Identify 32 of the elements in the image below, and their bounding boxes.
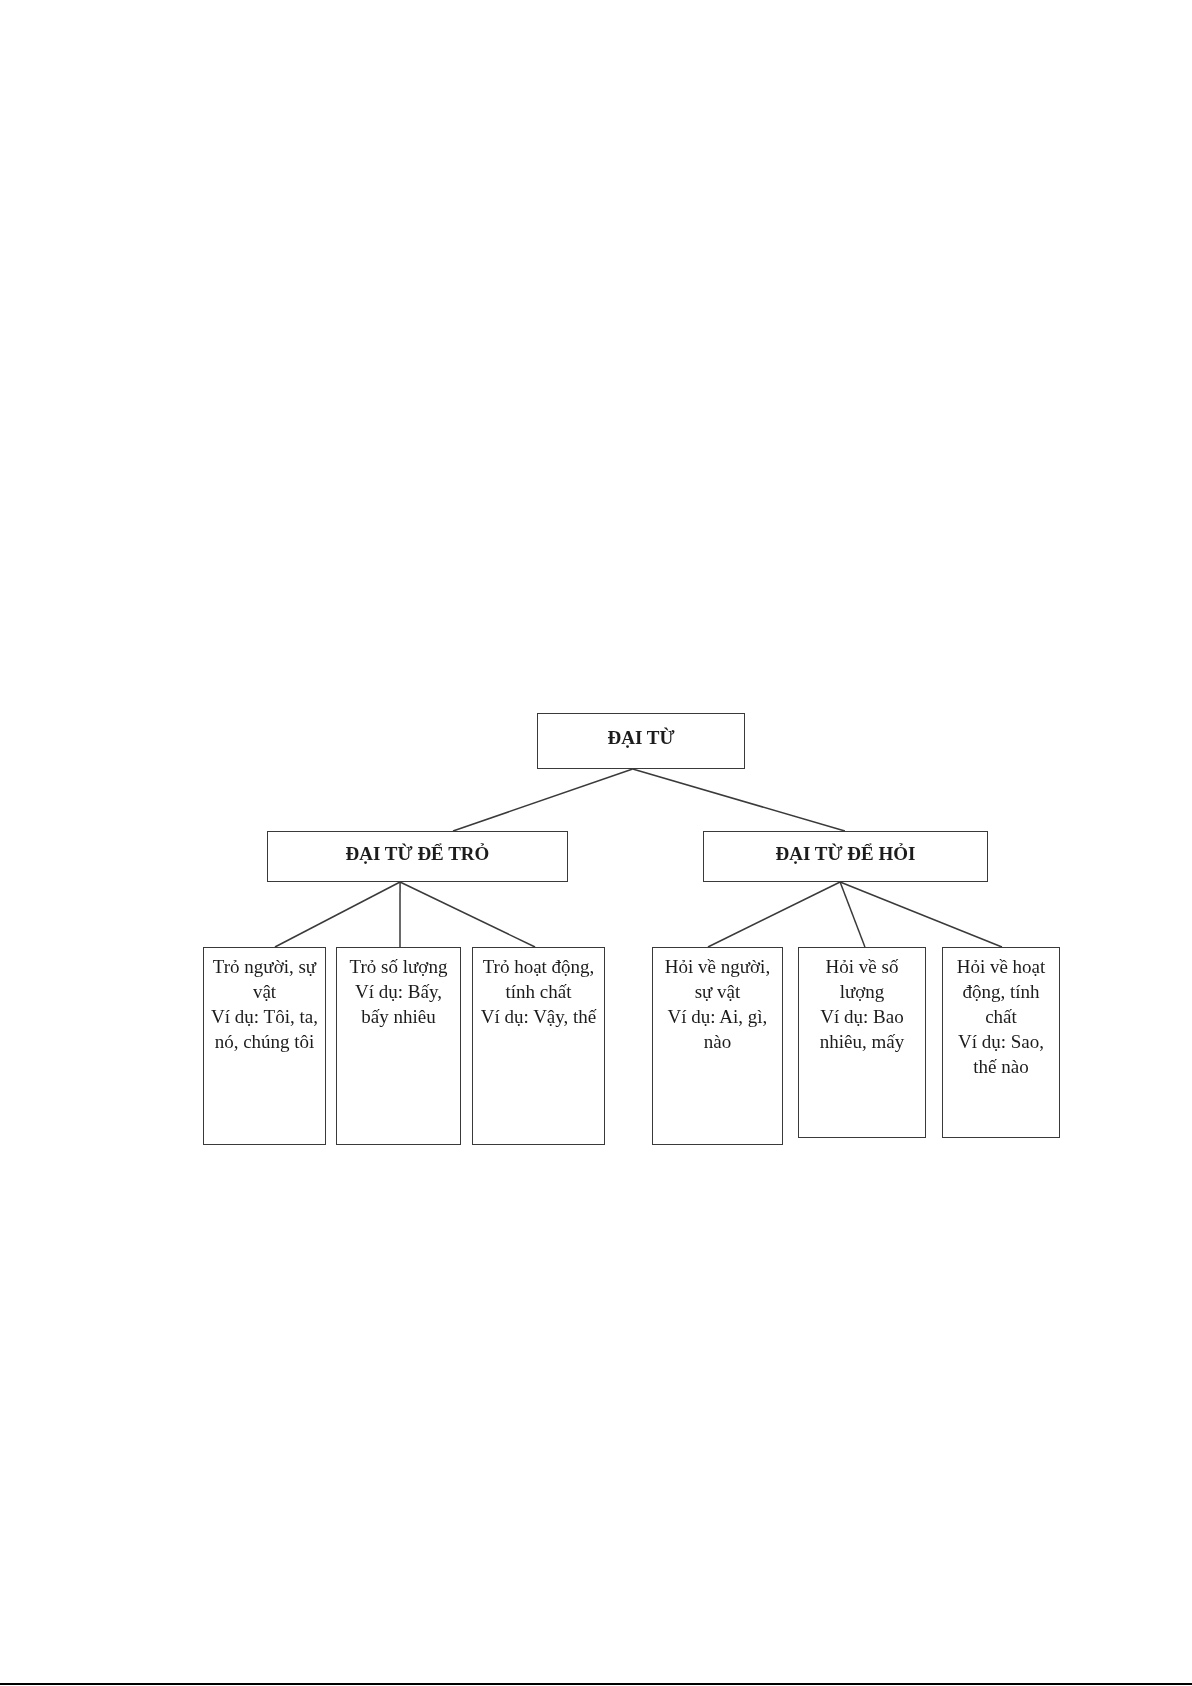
connector-line: [707, 881, 841, 948]
example-text: Ví dụ: Sao, thế nào: [957, 1030, 1045, 1079]
connector-line: [274, 881, 401, 948]
subcategory-box: [472, 947, 605, 1145]
example-text: Ví dụ: Ai, gì, nào: [666, 1005, 769, 1054]
subcategory-text: Trỏ hoạt động, tính chất: [481, 955, 596, 1004]
subcategory-text: Hỏi về hoạt động, tính chất: [955, 955, 1047, 1029]
subcategory-text: Hỏi về người, sự vật: [663, 955, 772, 1004]
category-box: [267, 831, 568, 882]
subcategory-box: [203, 947, 326, 1145]
example-text: Ví dụ: Vậy, thế: [480, 1005, 597, 1029]
connector-line: [399, 881, 536, 948]
category-title: ĐẠI TỪ: [607, 726, 675, 750]
category-box: [537, 713, 745, 769]
category-box: [703, 831, 988, 882]
subcategory-box: [652, 947, 783, 1145]
subcategory-box: [336, 947, 461, 1145]
subcategory-text: Hỏi về số lượng: [824, 955, 900, 1004]
subcategory-text: Trỏ số lượng: [349, 955, 448, 979]
connector-line: [399, 881, 401, 948]
connector-line: [631, 768, 846, 832]
subcategory-box: [798, 947, 926, 1138]
category-title: ĐẠI TỪ ĐỂ HỎI: [775, 841, 916, 866]
connector-line: [839, 881, 1003, 948]
example-text: Ví dụ: Tôi, ta, nó, chúng tôi: [210, 1005, 319, 1054]
example-text: Ví dụ: Bấy, bấy nhiêu: [354, 980, 443, 1029]
connector-line: [452, 768, 634, 832]
subcategory-box: [942, 947, 1060, 1138]
subcategory-text: Trỏ người, sự vật: [211, 955, 318, 1004]
connector-line: [839, 881, 866, 948]
example-text: Ví dụ: Bao nhiêu, mấy: [818, 1005, 906, 1054]
category-title: ĐẠI TỪ ĐỂ TRỎ: [345, 841, 490, 866]
